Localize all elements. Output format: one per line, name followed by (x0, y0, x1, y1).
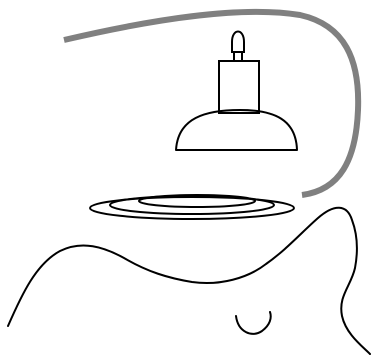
navel (236, 312, 271, 334)
lamp-shade (176, 110, 297, 150)
lamp-neck (219, 61, 259, 113)
plug-icon (232, 32, 244, 61)
body-outline (8, 208, 370, 354)
light-ripples (90, 195, 294, 219)
cable (64, 12, 358, 195)
